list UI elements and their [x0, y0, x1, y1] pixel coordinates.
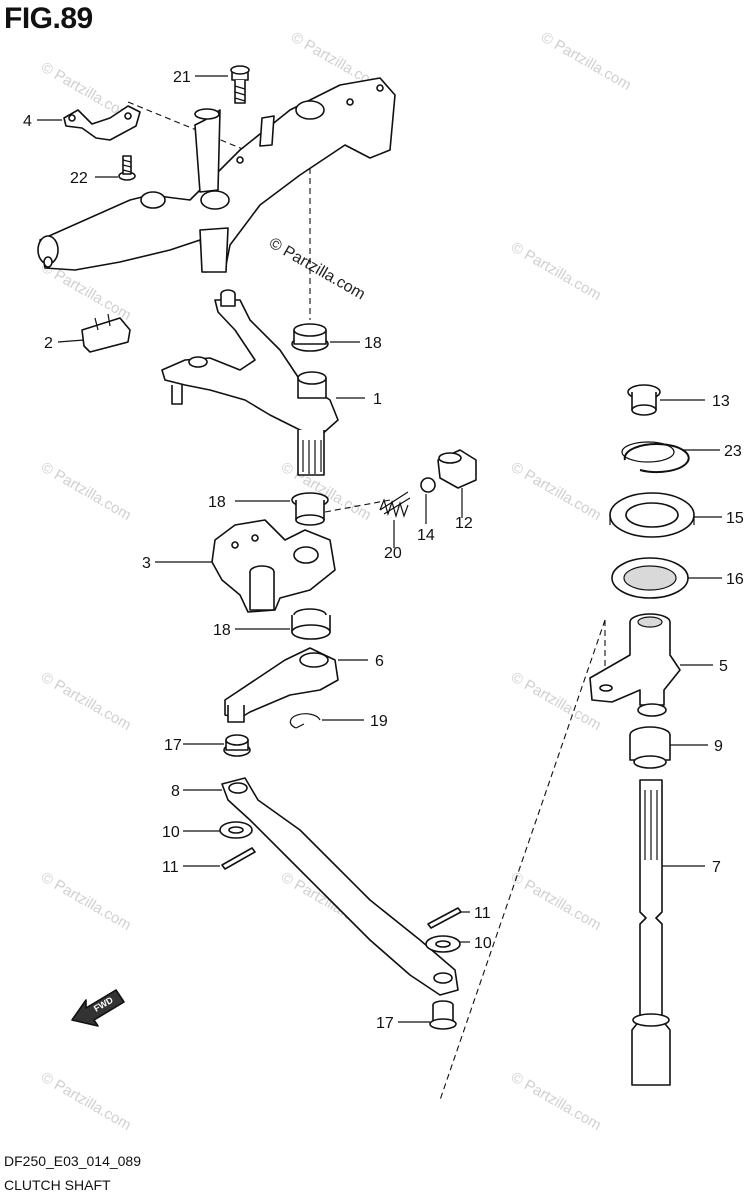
callout-labels: 21 4 22 2 18 1 13 23 15 16 18 14 20 12 3…	[23, 69, 744, 1032]
part-1-shift-lever	[161, 289, 339, 476]
part-22-screw	[118, 155, 136, 181]
callout-22: 22	[70, 170, 88, 187]
part-10-washer	[219, 821, 253, 839]
callout-21: 21	[173, 69, 191, 86]
part-11-cotter-pin	[221, 847, 256, 870]
figure-title: FIG.89	[4, 2, 93, 35]
part-5-housing	[589, 613, 681, 717]
callout-7: 7	[712, 859, 721, 876]
watermark-layer: © Partzilla.com © Partzilla.com © Partzi…	[38, 29, 634, 1134]
callout-10: 10	[162, 824, 180, 841]
part-18-bushing-mid	[291, 492, 329, 526]
part-13-plug	[627, 384, 661, 416]
part-11-cotter-pin-lower	[427, 907, 462, 929]
diagram-caption: CLUTCH SHAFT	[4, 1177, 111, 1193]
callout-9: 9	[714, 738, 723, 755]
watermark: © Partzilla.com	[508, 869, 604, 934]
part-12-sleeve	[437, 449, 477, 489]
watermark-dark: © Partzilla.com	[266, 235, 368, 304]
part-4-bracket	[63, 105, 141, 141]
part-16-seal	[611, 557, 689, 599]
part-21-bolt	[230, 65, 250, 104]
watermark: © Partzilla.com	[538, 29, 634, 94]
watermark: © Partzilla.com	[278, 459, 374, 524]
callout-6: 6	[375, 653, 384, 670]
part-8-link	[221, 777, 459, 996]
callout-19: 19	[370, 713, 388, 730]
callout-2: 2	[44, 335, 53, 352]
callout-12: 12	[455, 515, 473, 532]
watermark: © Partzilla.com	[38, 669, 134, 734]
part-23-snap-ring	[621, 441, 690, 474]
part-14-ball	[420, 477, 436, 493]
callout-1: 1	[373, 391, 382, 408]
callout-20: 20	[384, 545, 402, 562]
part-18-bushing-lower	[291, 608, 331, 640]
callout-23: 23	[724, 443, 742, 460]
watermark: © Partzilla.com	[508, 239, 604, 304]
callout-5: 5	[719, 658, 728, 675]
watermark: © Partzilla.com	[38, 459, 134, 524]
part-17-collar	[223, 734, 251, 757]
part-15-bearing	[609, 492, 695, 538]
assembly-lines	[127, 101, 606, 1101]
part-6-arm	[224, 647, 339, 723]
watermark: © Partzilla.com	[508, 459, 604, 524]
callout-17: 17	[164, 737, 182, 754]
part-7-clutch-shaft	[631, 779, 671, 1086]
callout-17b: 17	[376, 1015, 394, 1032]
callout-13: 13	[712, 393, 730, 410]
fwd-arrow-icon: FWD	[71, 989, 125, 1027]
part-19-eclip	[289, 713, 321, 729]
part-9-bushing	[629, 726, 671, 769]
watermark: © Partzilla.com	[38, 869, 134, 934]
part-2-clip	[81, 313, 131, 353]
callout-11b: 11	[474, 905, 491, 922]
part-10-washer-lower	[425, 935, 461, 953]
callout-11: 11	[162, 859, 179, 876]
callout-14: 14	[417, 527, 435, 544]
part-20-spring	[379, 491, 411, 519]
main-bracket-assembly	[37, 77, 396, 273]
callout-4: 4	[23, 113, 32, 130]
callout-18: 18	[364, 335, 382, 352]
part-17-collar-lower	[429, 1000, 457, 1030]
diagram-code: DF250_E03_014_089	[4, 1153, 142, 1169]
part-18-bushing	[291, 323, 329, 352]
leader-lines	[37, 75, 722, 1023]
callout-15: 15	[726, 510, 744, 527]
callout-16: 16	[726, 571, 744, 588]
watermark: © Partzilla.com	[508, 1069, 604, 1134]
part-3-holder	[211, 519, 336, 613]
callout-18c: 18	[213, 622, 231, 639]
callout-10b: 10	[474, 935, 492, 952]
callout-18b: 18	[208, 494, 226, 511]
callout-8: 8	[171, 783, 180, 800]
callout-3: 3	[142, 555, 151, 572]
watermark: © Partzilla.com	[38, 1069, 134, 1134]
